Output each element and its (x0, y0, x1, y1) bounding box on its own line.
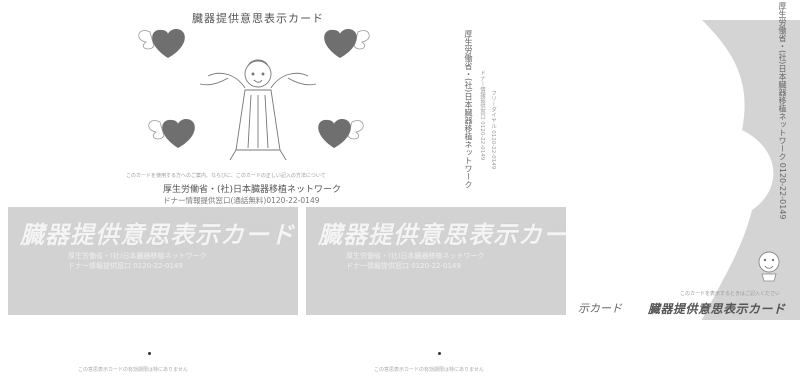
card-banner-left: 臓器提供意思表示カード 厚生労働省・(社)日本臓器移植ネットワーク ドナー情報提… (8, 207, 298, 315)
issuing-organization: 厚生労働省・(社)日本臓器移植ネットワーク (163, 185, 342, 195)
bullet-dot (148, 352, 151, 355)
card-title: 臓器提供意思表示カード (192, 12, 324, 25)
right-card-vertical-text: 厚生労働省・(社)日本臓器移植ネットワーク 0120-22-0149 (778, 2, 787, 220)
banner-sub-line: ドナー情報提供窓口 0120-22-0149 (68, 262, 183, 270)
bullet-dot (438, 352, 441, 355)
faint-note-left: この意思表示カードの有効期限は特にありません (78, 367, 188, 373)
banner-title: 臓器提供意思表示カード (20, 221, 295, 249)
banner-title: 臓器提供意思表示カード (318, 221, 566, 249)
strip-organization: 厚生労働省・(社)日本臓器移植ネットワーク (464, 30, 473, 189)
mascot-face-icon (758, 251, 780, 282)
heart-with-wings-icon (148, 119, 195, 148)
donor-hotline: ドナー情報提供窓口(通話無料)0120-22-0149 (163, 196, 320, 205)
banner-sub-line: 厚生労働省・(社)日本臓器移植ネットワーク (68, 252, 207, 260)
white-silhouette-icon (642, 20, 774, 320)
banner-subtitle: 厚生労働省・(社)日本臓器移植ネットワーク ドナー情報提供窓口 0120-22-… (68, 251, 206, 271)
partial-card-title: 示カード (578, 302, 622, 315)
card-back-strip: 厚生労働省・(社)日本臓器移植ネットワーク ドナー情報提供窓口 0120-22-… (462, 30, 498, 310)
heart-with-wings-icon (318, 119, 364, 148)
heart-with-wings-icon (324, 29, 370, 58)
banner-sub-line: 厚生労働省・(社)日本臓器移植ネットワーク (346, 252, 485, 260)
heart-with-wings-icon (138, 29, 185, 58)
card-right-side (642, 20, 800, 320)
card-fine-print: このカードを使用する方へのご案内、ならびに、このカードの正しい記入の方法について (126, 173, 326, 179)
strip-freedial: フリーダイヤル 0120-22-0149 (490, 90, 496, 170)
strip-hotline: ドナー情報提供窓口 0120-22-0149 (479, 70, 485, 161)
faint-note-right: この意思表示カードの有効期限は特にありません (374, 367, 484, 373)
donor-card-front: 臓器提供意思表示カード (108, 0, 408, 205)
right-card-note: このカードを表示するときはご記入ください (680, 291, 781, 297)
angel-illustration-icon (138, 29, 370, 161)
banner-subtitle: 厚生労働省・(社)日本臓器移植ネットワーク ドナー情報提供窓口 0120-22-… (346, 251, 484, 271)
banner-sub-line: ドナー情報提供窓口 0120-22-0149 (346, 262, 461, 270)
right-card-title: 臓器提供意思表示カード (648, 302, 786, 316)
card-banner-right: 臓器提供意思表示カード 厚生労働省・(社)日本臓器移植ネットワーク ドナー情報提… (306, 207, 566, 315)
